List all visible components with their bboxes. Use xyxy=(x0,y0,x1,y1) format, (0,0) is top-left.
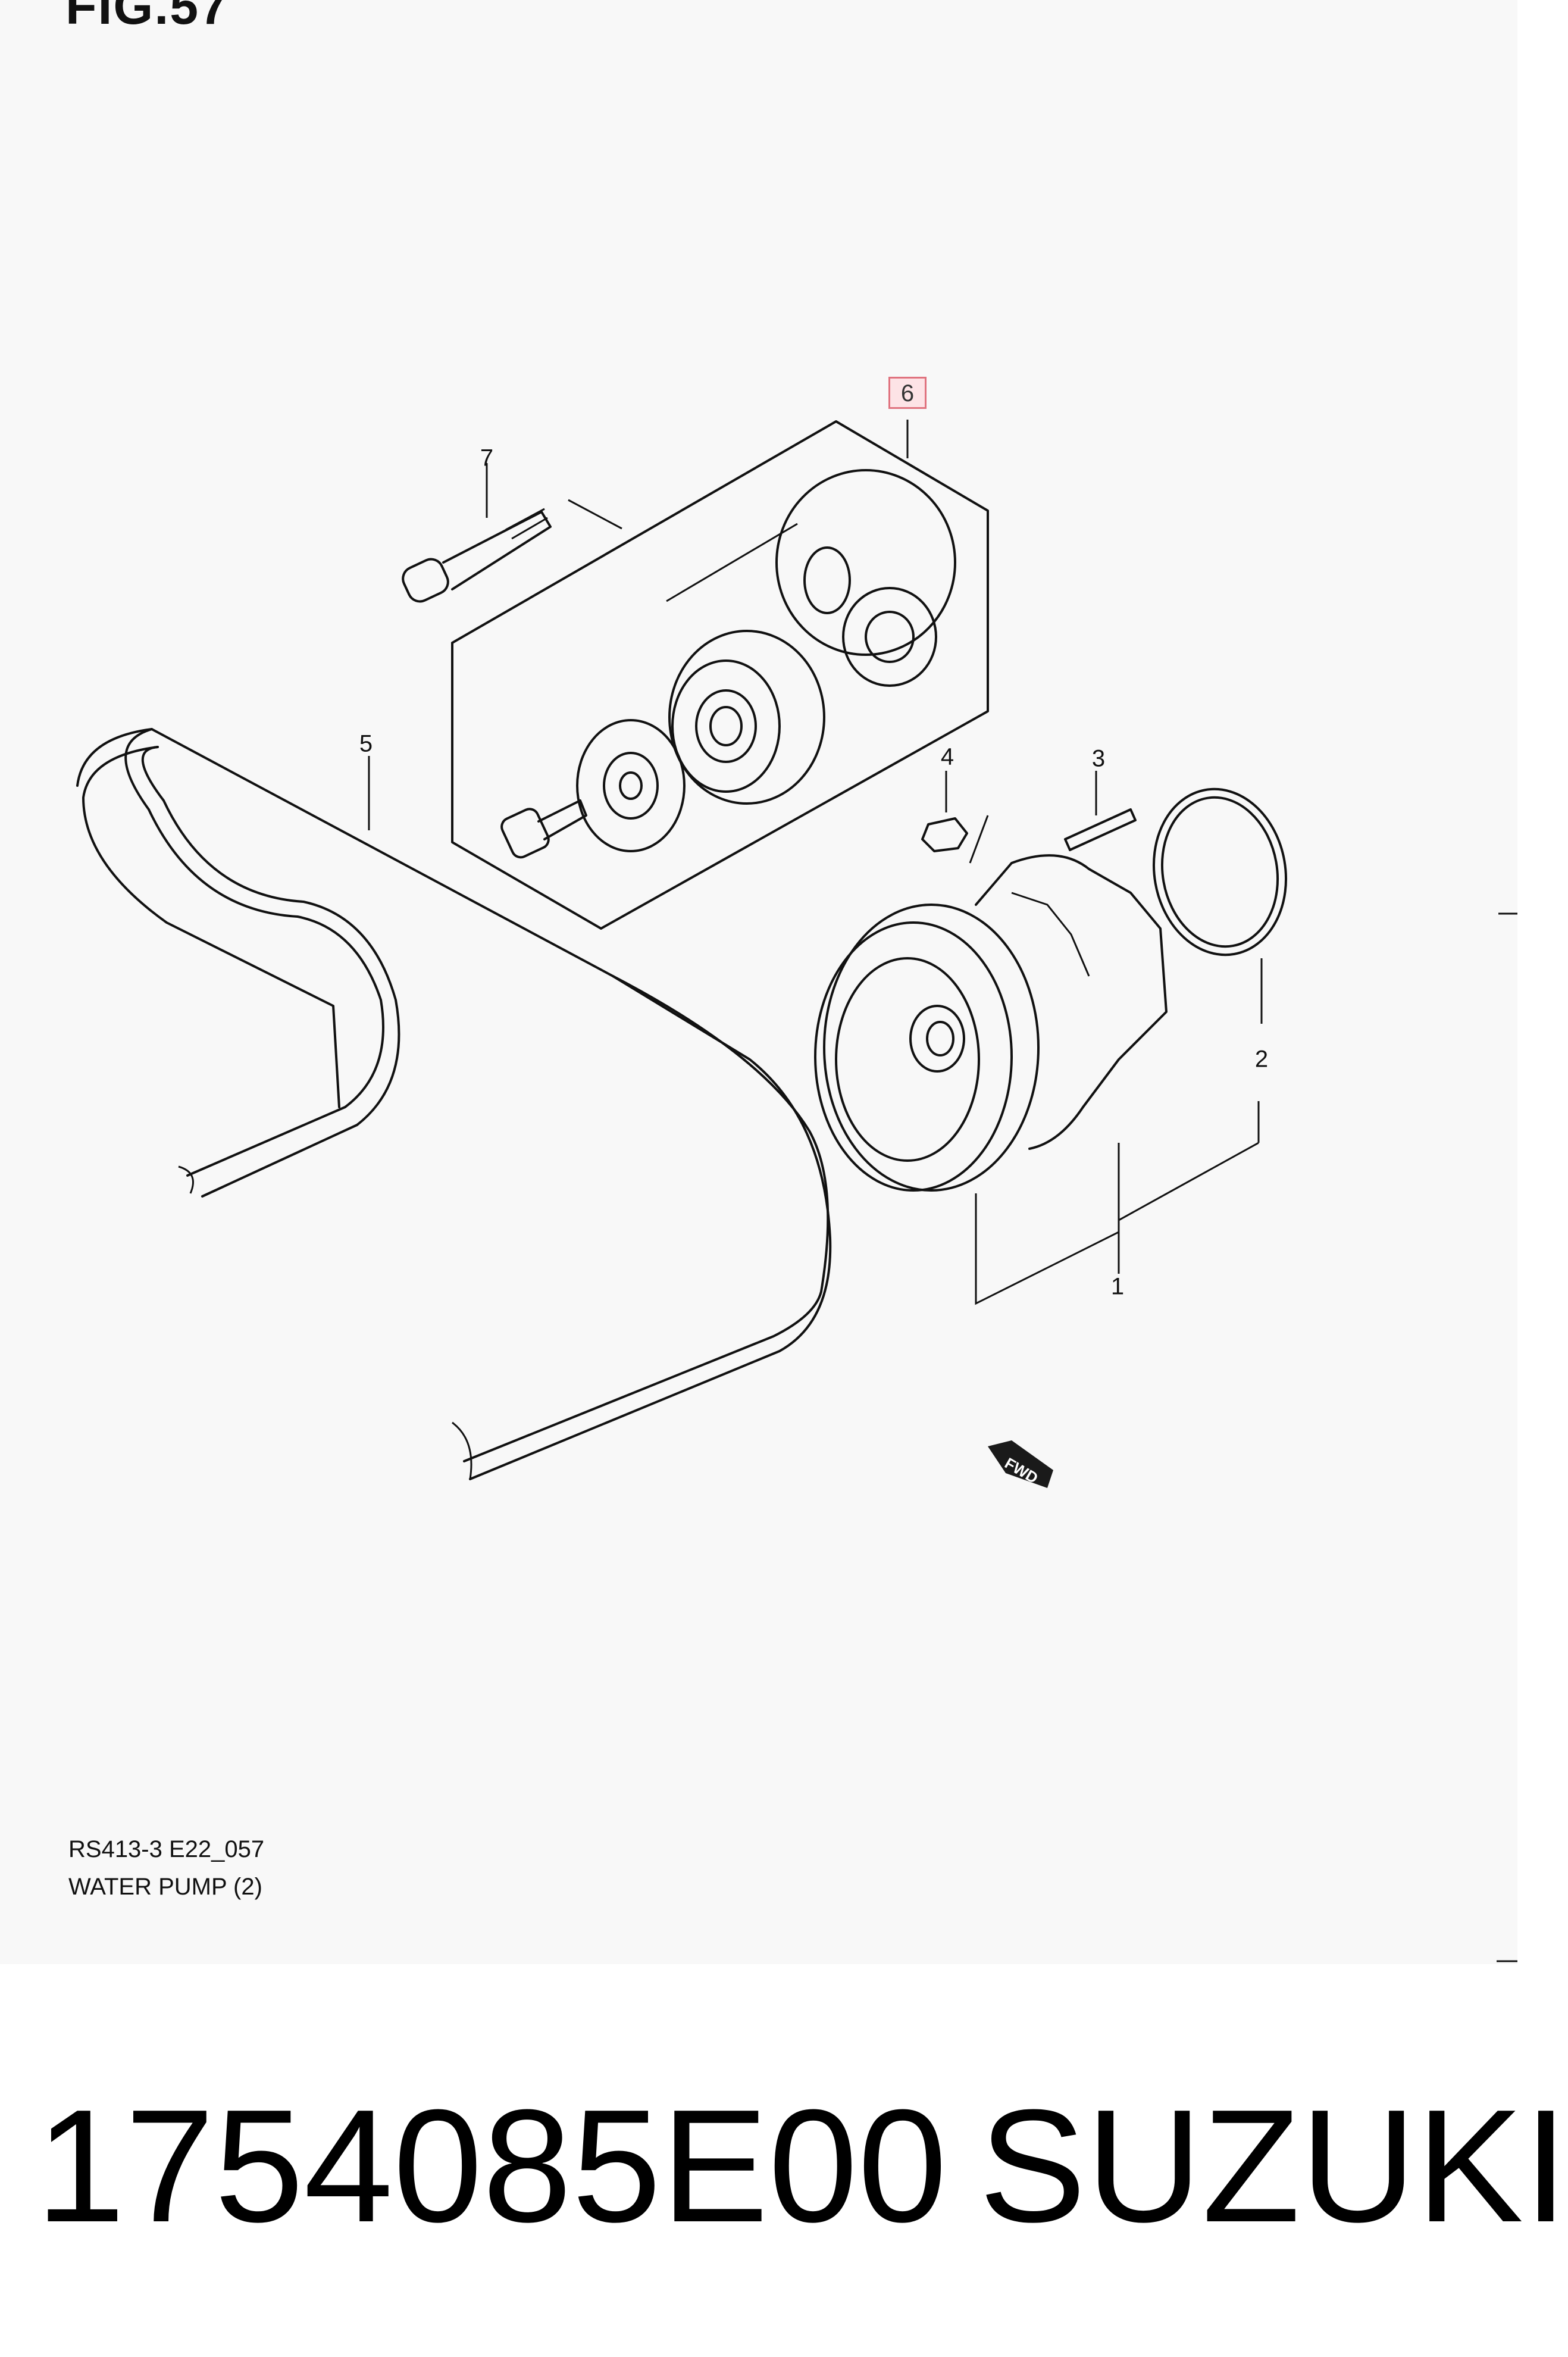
water-pump-1[interactable] xyxy=(814,854,1260,1305)
callout-2: 2 xyxy=(1254,1046,1269,1073)
bolt-7[interactable] xyxy=(399,463,552,605)
o-ring-2[interactable] xyxy=(1141,779,1298,1024)
nut-4[interactable] xyxy=(921,771,989,864)
callout-6: 6 xyxy=(888,377,927,409)
part-number: 1754085E00 xyxy=(36,2077,947,2256)
stud-3[interactable] xyxy=(1064,771,1137,851)
callout-1: 1 xyxy=(1110,1273,1125,1300)
diagram-panel: FIG.57 xyxy=(65,0,1517,1962)
callout-7: 7 xyxy=(480,445,494,471)
caption-title: WATER PUMP (2) xyxy=(68,1874,262,1900)
idler-pulley[interactable] xyxy=(668,630,825,805)
exploded-parts-diagram: FWD xyxy=(76,420,1517,1962)
fwd-arrow-icon: FWD xyxy=(988,1440,1053,1488)
tensioner-bolt[interactable] xyxy=(499,799,587,860)
callout-4: 4 xyxy=(940,743,954,770)
drive-belt-5[interactable] xyxy=(76,728,832,1480)
pulley-washer[interactable] xyxy=(576,719,686,852)
callout-3: 3 xyxy=(1091,745,1106,772)
caption-code: RS413-3 E22_057 xyxy=(68,1836,265,1862)
callout-5: 5 xyxy=(359,730,373,757)
tensioner-assembly-box xyxy=(451,420,989,930)
figure-header: FIG.57 xyxy=(65,0,229,35)
tensioner-arm[interactable] xyxy=(666,469,956,687)
brand-name: SUZUKI xyxy=(979,2077,1568,2256)
